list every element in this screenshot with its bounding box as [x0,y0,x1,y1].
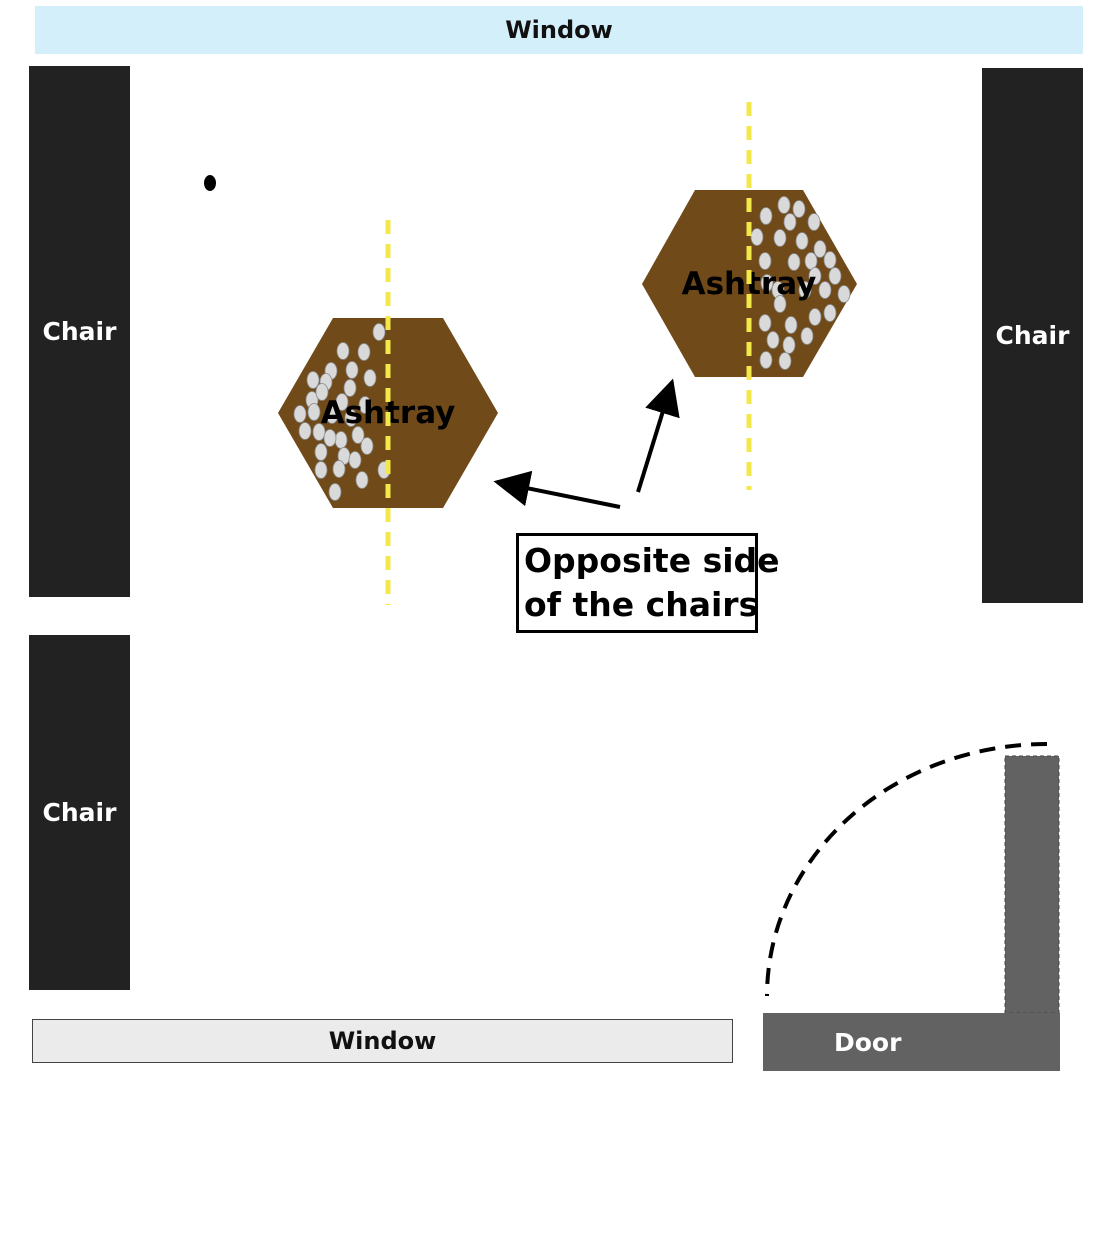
left-cigarette-butt [298,422,312,440]
left-cigarette-butt [363,369,377,387]
window-bottom-label: Window [328,1027,437,1055]
door: Door [763,1013,1060,1071]
left-cigarette-butt [323,429,337,447]
right-cigarette-butt [758,314,772,332]
left-cigarette-butt [307,403,321,421]
door-label: Door [834,1027,902,1057]
left-cigarette-butt [358,396,372,414]
right-cigarette-butt [823,304,837,322]
left-cigarette-butt [314,461,328,479]
right-cigarette-butt [800,327,814,345]
left-cigarette-butt [325,406,339,424]
left-cigarette-butt [332,460,346,478]
left-cigarette-butt [312,423,326,441]
right-cigarette-butt [783,213,797,231]
dot-marker [204,175,216,191]
left-cigarette-butt [335,393,349,411]
right-cigarette-butt [778,352,792,370]
cigarette-butts-left [293,323,391,501]
callout-line-2: of the chairs [524,585,759,624]
left-cigarette-butt [372,323,386,341]
arrow-to-right-ashtray [636,378,680,493]
cigarette-butts-right [750,196,851,370]
left-cigarette-butt [344,409,358,427]
right-cigarette-butt [808,267,822,285]
chair-left-bottom: Chair [29,635,130,990]
right-cigarette-butt [758,252,772,270]
right-cigarette-butt [782,336,796,354]
left-cigarette-butt [357,343,371,361]
right-cigarette-butt [773,229,787,247]
left-cigarette-butt [348,451,362,469]
chair-label: Chair [42,317,117,346]
right-cigarette-butt [777,196,791,214]
chair-label: Chair [42,798,117,827]
left-cigarette-butt [334,431,348,449]
right-cigarette-butt [828,267,842,285]
arrow-to-left-ashtray [493,470,621,509]
right-cigarette-butt [773,295,787,313]
left-cigarette-butt [293,405,307,423]
chair-left-top: Chair [29,66,130,597]
right-cigarette-butt [818,281,832,299]
right-cigarette-butt [759,351,773,369]
right-cigarette-butt [808,308,822,326]
window-bottom: Window [32,1019,733,1063]
right-cigarette-butt [837,285,851,303]
callout-box: Opposite side of the chairs [516,533,780,633]
right-cigarette-butt [823,251,837,269]
right-cigarette-butt [784,316,798,334]
right-cigarette-butt [750,228,764,246]
left-cigarette-butt [343,379,357,397]
right-cigarette-butt [759,207,773,225]
left-cigarette-butt [328,483,342,501]
right-cigarette-butt [766,331,780,349]
left-cigarette-butt [315,383,329,401]
left-cigarette-butt [345,361,359,379]
right-cigarette-butt [787,253,801,271]
callout-line-1: Opposite side [524,541,780,580]
left-cigarette-butt [360,437,374,455]
door-panel [1004,755,1060,1014]
right-cigarette-butt [798,281,812,299]
right-cigarette-butt [795,232,809,250]
chair-label: Chair [995,321,1070,350]
right-cigarette-butt [807,213,821,231]
right-cigarette-butt [813,240,827,258]
left-cigarette-butt [351,426,365,444]
left-cigarette-butt [314,443,328,461]
right-cigarette-butt [760,274,774,292]
chair-right: Chair [982,68,1083,603]
left-cigarette-butt [306,371,320,389]
left-cigarette-butt [355,471,369,489]
left-cigarette-butt [336,342,350,360]
window-top-label: Window [505,16,613,44]
window-top: Window [35,6,1083,54]
door-swing-arc [765,742,1048,997]
right-cigarette-butt [792,200,806,218]
